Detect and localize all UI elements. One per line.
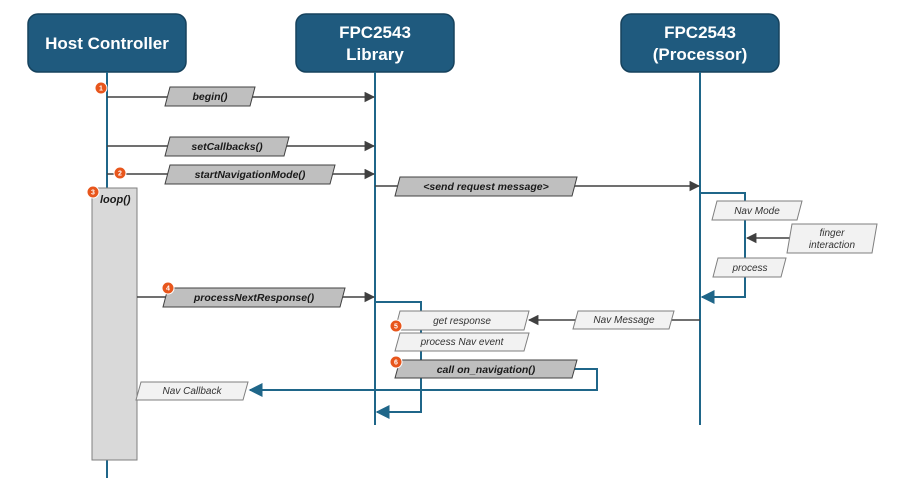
note-nav-message-label: Nav Message [593,315,655,326]
note-process-label: process [731,263,767,274]
actor-library: FPC2543 Library [295,13,455,73]
message-set-callbacks-label: setCallbacks() [191,141,263,153]
actor-host-controller: Host Controller [27,13,187,73]
loop-frame: loop() [91,187,138,461]
message-start-nav: startNavigationMode() [164,164,336,185]
step-badge-1: 1 [94,81,108,95]
note-nav-mode-label: Nav Mode [734,206,780,217]
message-begin-label: begin() [193,91,228,103]
svg-text:4: 4 [166,286,170,293]
actor-processor-line2: (Processor) [653,45,747,64]
note-nav-mode: Nav Mode [711,200,803,221]
actor-processor: FPC2543 (Processor) [620,13,780,73]
step-badge-3: 3 [86,185,100,199]
actor-processor-line1: FPC2543 [664,23,736,42]
note-process-nav-event-label: process Nav event [420,337,505,348]
actor-host-label: Host Controller [45,34,169,53]
actor-library-line2: Library [346,45,404,64]
message-send-request: <send request message> [394,176,578,197]
note-get-response: get response [394,310,530,331]
message-set-callbacks: setCallbacks() [164,136,290,157]
note-finger-line1: finger [819,228,845,239]
message-call-on-nav: call on_navigation() [394,359,578,379]
library-activation-path [375,301,422,419]
note-nav-message: Nav Message [572,310,675,330]
svg-text:2: 2 [118,171,122,178]
note-nav-callback: Nav Callback [135,381,249,401]
step-badge-4: 4 [161,281,175,295]
svg-text:5: 5 [394,324,398,331]
note-finger-interaction: finger interaction [786,223,878,254]
message-process-next-label: processNextResponse() [193,292,315,304]
actor-library-line1: FPC2543 [339,23,411,42]
svg-text:3: 3 [91,190,95,197]
note-get-response-label: get response [433,316,491,327]
message-process-next: processNextResponse() [162,287,346,308]
svg-text:6: 6 [394,360,398,367]
step-badge-2: 2 [113,166,127,180]
message-call-on-nav-label: call on_navigation() [437,364,536,376]
note-process-nav-event: process Nav event [394,332,530,352]
note-finger-line2: interaction [809,240,856,251]
svg-text:1: 1 [99,86,103,93]
message-begin: begin() [164,86,256,107]
processor-activation-path [700,192,746,304]
note-nav-callback-label: Nav Callback [163,386,223,397]
loop-label: loop() [100,194,131,206]
message-send-request-label: <send request message> [423,181,548,193]
step-badge-5: 5 [389,319,403,333]
step-badge-6: 6 [389,355,403,369]
nav-callback-path [248,368,598,397]
note-process: process [712,257,787,278]
message-start-nav-label: startNavigationMode() [195,169,306,181]
